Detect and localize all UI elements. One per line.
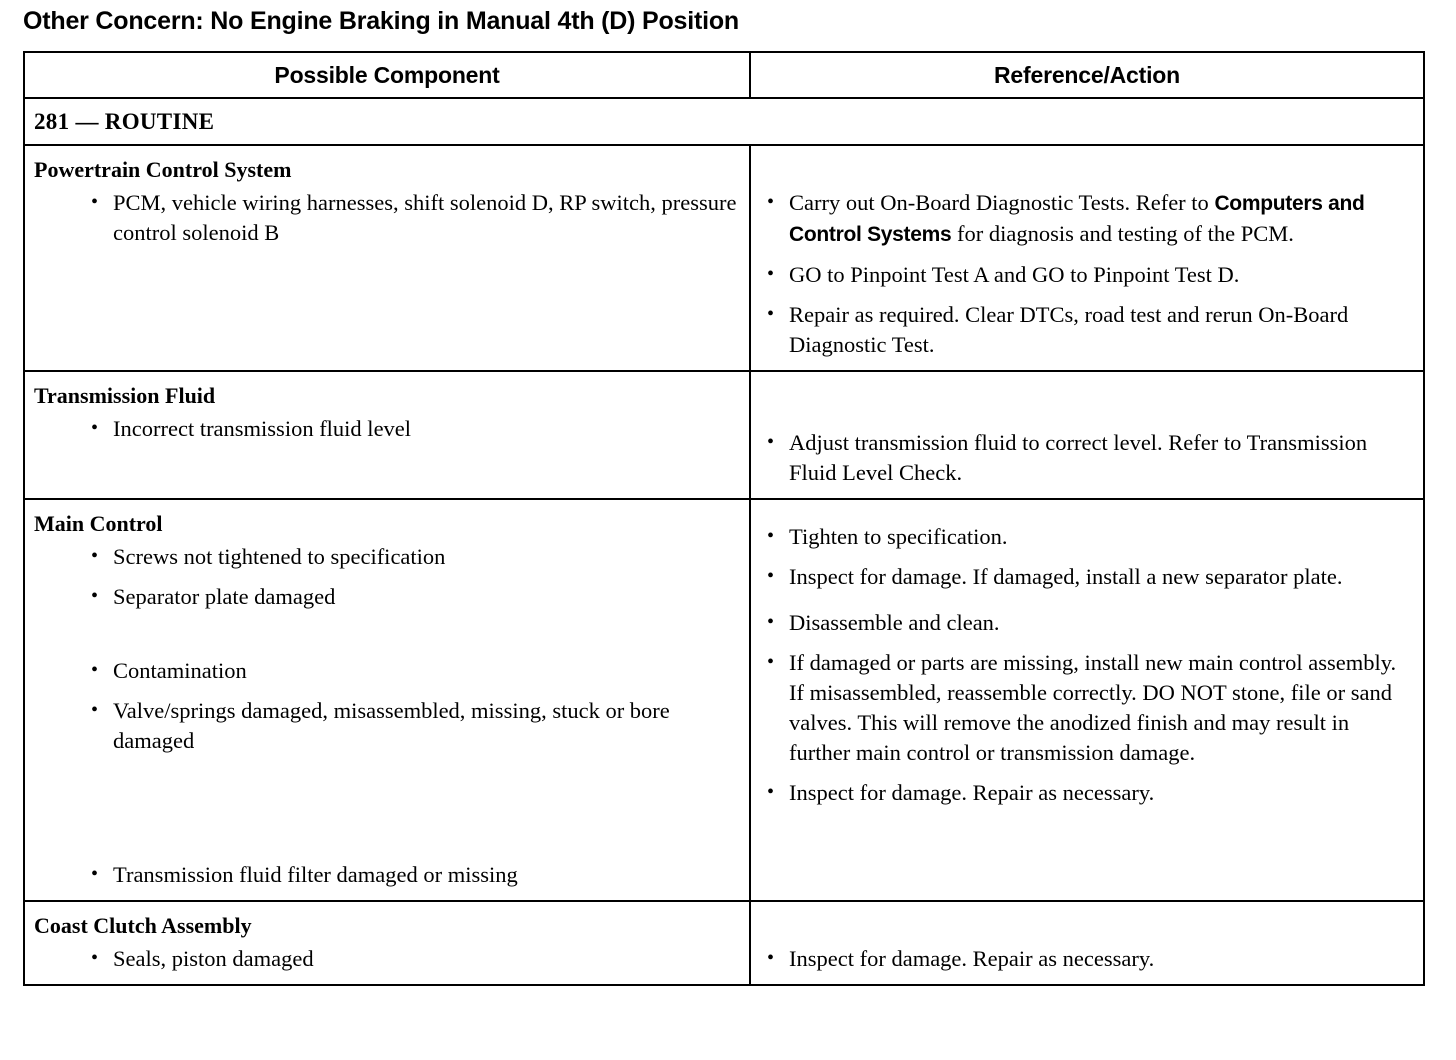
list-item: Inspect for damage. If damaged, install …: [765, 561, 1413, 592]
component-bullet-list: Seals, piston damaged: [34, 943, 739, 974]
component-cell: Transmission Fluid Incorrect transmissio…: [23, 370, 751, 500]
column-header-possible-component: Possible Component: [23, 51, 751, 99]
section-band-row: 281 — ROUTINE: [23, 97, 1425, 146]
action-cell: Tighten to specification. Inspect for da…: [749, 498, 1425, 902]
list-item: If damaged or parts are missing, install…: [765, 647, 1413, 768]
list-item: Seals, piston damaged: [89, 943, 739, 974]
component-heading: Coast Clutch Assembly: [34, 913, 252, 938]
action-text-pre: Carry out On-Board Diagnostic Tests. Ref…: [789, 190, 1215, 215]
action-cell: Carry out On-Board Diagnostic Tests. Ref…: [749, 144, 1425, 372]
diagnostic-table-wrapper: Possible Component Reference/Action 281 …: [23, 51, 1425, 986]
list-item: Repair as required. Clear DTCs, road tes…: [765, 299, 1413, 360]
table-row: Coast Clutch Assembly Seals, piston dama…: [23, 900, 1425, 986]
action-bullet-list: Carry out On-Board Diagnostic Tests. Ref…: [765, 187, 1413, 360]
component-bullet-list: Incorrect transmission fluid level: [34, 413, 739, 444]
list-item: Adjust transmission fluid to correct lev…: [765, 427, 1413, 488]
list-item: Separator plate damaged: [89, 581, 739, 612]
action-cell: Inspect for damage. Repair as necessary.: [749, 900, 1425, 986]
component-heading: Powertrain Control System: [34, 157, 292, 182]
list-item: Screws not tightened to specification: [89, 541, 739, 572]
action-bullet-list: Inspect for damage. Repair as necessary.: [765, 943, 1413, 974]
column-header-reference-action: Reference/Action: [749, 51, 1425, 99]
list-item: Incorrect transmission fluid level: [89, 413, 739, 444]
list-item: Tighten to specification.: [765, 521, 1413, 552]
table-row: Main Control Screws not tightened to spe…: [23, 498, 1425, 902]
action-bullet-list: Adjust transmission fluid to correct lev…: [765, 427, 1413, 488]
component-heading: Main Control: [34, 511, 163, 536]
component-cell: Coast Clutch Assembly Seals, piston dama…: [23, 900, 751, 986]
component-bullet-list: PCM, vehicle wiring harnesses, shift sol…: [34, 187, 739, 248]
section-band-label: 281 — ROUTINE: [34, 108, 215, 134]
table-header-row: Possible Component Reference/Action: [23, 51, 1425, 99]
list-item: Disassemble and clean.: [765, 607, 1413, 638]
list-item: Carry out On-Board Diagnostic Tests. Ref…: [765, 187, 1413, 250]
component-cell: Powertrain Control System PCM, vehicle w…: [23, 144, 751, 372]
list-item: Valve/springs damaged, misassembled, mis…: [89, 695, 739, 756]
list-item: Contamination: [89, 655, 739, 686]
cross-reference-link[interactable]: Computers and Control Systems: [789, 192, 1365, 246]
page-title: Other Concern: No Engine Braking in Manu…: [23, 7, 740, 35]
cross-reference-link[interactable]: Transmission Fluid Level Check: [789, 430, 1368, 485]
list-item: PCM, vehicle wiring harnesses, shift sol…: [89, 187, 739, 248]
action-text-post: for diagnosis and testing of the PCM.: [951, 221, 1294, 246]
component-heading: Transmission Fluid: [34, 383, 216, 408]
list-item: Transmission fluid filter damaged or mis…: [89, 859, 739, 890]
list-item: Inspect for damage. Repair as necessary.: [765, 777, 1413, 808]
list-item: Inspect for damage. Repair as necessary.: [765, 943, 1413, 974]
component-cell: Main Control Screws not tightened to spe…: [23, 498, 751, 902]
section-band-cell: 281 — ROUTINE: [23, 97, 1425, 146]
action-cell: Adjust transmission fluid to correct lev…: [749, 370, 1425, 500]
action-text-post: .: [956, 460, 963, 485]
action-text-pre: Adjust transmission fluid to correct lev…: [789, 430, 1247, 455]
table-row: Powertrain Control System PCM, vehicle w…: [23, 144, 1425, 372]
component-bullet-list: Screws not tightened to specification Se…: [34, 541, 739, 890]
action-bullet-list: Tighten to specification. Inspect for da…: [765, 521, 1413, 808]
diagnostic-table: Possible Component Reference/Action 281 …: [23, 51, 1425, 986]
list-item: GO to Pinpoint Test A and GO to Pinpoint…: [765, 259, 1413, 290]
table-row: Transmission Fluid Incorrect transmissio…: [23, 370, 1425, 500]
